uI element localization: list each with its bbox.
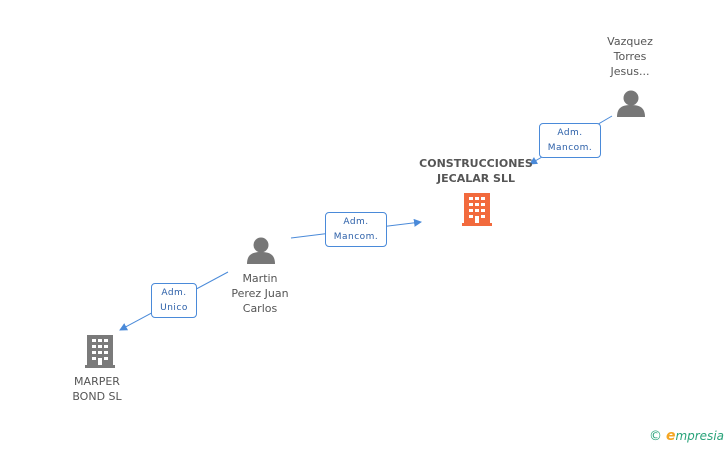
node-label-marper[interactable]: MARPER BOND SL xyxy=(72,375,122,403)
copyright-symbol: © xyxy=(648,429,662,444)
building-icon[interactable] xyxy=(462,193,492,226)
brand-e: e xyxy=(665,428,676,444)
empresia-logo: ©empresia xyxy=(649,428,724,444)
node-label-main-company[interactable]: CONSTRUCCIONES JECALAR SLL xyxy=(419,157,533,185)
person-icon[interactable] xyxy=(247,237,275,265)
edge-label-martin-to-marper: Adm. Unico xyxy=(151,283,197,318)
node-label-vazquez[interactable]: Vazquez Torres Jesus... xyxy=(607,35,653,78)
edge-label-martin-to-main: Adm. Mancom. xyxy=(325,212,387,247)
brand-name: mpresia xyxy=(675,429,724,443)
building-icon[interactable] xyxy=(85,335,115,368)
person-icon[interactable] xyxy=(617,90,645,118)
edge-label-vazquez-to-main: Adm. Mancom. xyxy=(539,123,601,158)
node-label-martin[interactable]: Martin Perez Juan Carlos xyxy=(231,272,289,315)
